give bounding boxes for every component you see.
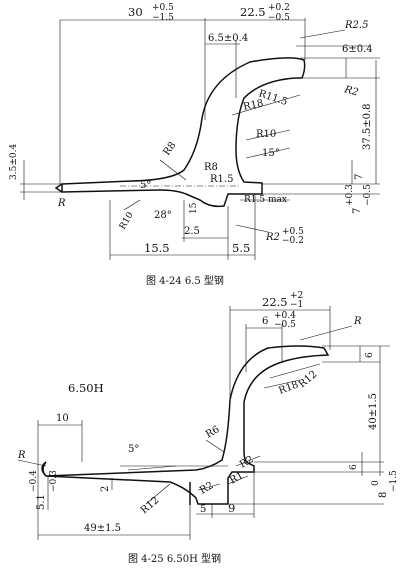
dim-7b-tol-dn: −0.5: [363, 184, 373, 206]
dim-7b-tol-up: +0.3: [345, 184, 355, 206]
dim2-6-low: 6: [349, 464, 359, 470]
label-r1-5-max: R1.5 max: [244, 195, 287, 205]
label2-r2-a: R2: [238, 454, 256, 470]
label-r2-02-tol-up: +0.5: [282, 227, 304, 237]
dim-30-tol-up: +0.5: [152, 3, 174, 13]
dim2-6-tol-up: +0.4: [274, 311, 296, 321]
dim2-40: 40±1.5: [368, 393, 379, 430]
dim-15-5: 15.5: [144, 241, 170, 255]
caption-fig-4-24: 图 4-24 6.5 型钢: [146, 274, 224, 287]
dim2-9: 9: [228, 501, 235, 515]
dim-30: 30: [128, 5, 143, 19]
figure-4-24: 30 +0.5 −1.5 22.5 +0.2 −0.5 6.5±0.4 R2.5…: [9, 3, 380, 287]
dim2-5-1-tol-up: −0.4: [29, 470, 39, 492]
profile-6-5-outline: [54, 57, 306, 208]
dim-3-5: 3.5±0.4: [9, 144, 19, 180]
dim-22-5: 22.5: [240, 5, 266, 19]
figure-4-25: 6.50H: [17, 291, 399, 565]
dim-15: 15: [189, 202, 199, 214]
dim2-6: 6: [262, 316, 268, 327]
dim2-2: 2: [100, 486, 111, 492]
model-label-6-50h: 6.50H: [68, 381, 104, 395]
dimension-lines-fig1: [20, 18, 380, 260]
dim-7: 7: [354, 174, 365, 180]
dim2-49: 49±1.5: [84, 523, 121, 534]
dim-6-5: 6.5±0.4: [208, 33, 248, 44]
label2-r2-b: R2: [198, 480, 216, 496]
dimension-lines-fig2: [17, 306, 390, 540]
dimension-texts-fig1: 30 +0.5 −1.5 22.5 +0.2 −0.5 6.5±0.4 R2.5…: [9, 3, 373, 255]
dim2-5-1: 5.1: [36, 494, 47, 510]
dim2-8-tol-dn: −1.5: [389, 470, 399, 492]
label-r10-a: R10: [256, 129, 276, 140]
label2-r12: R12: [297, 369, 320, 390]
dim-7b: 7: [352, 208, 363, 214]
dim-30-tol-dn: −1.5: [152, 13, 174, 23]
label-angle-28: 28°: [154, 210, 172, 221]
dim2-8: 8: [378, 492, 389, 498]
dim2-22-5-tol-dn: −1: [290, 300, 303, 310]
dim2-22-5: 22.5: [262, 295, 288, 309]
label-angle-5: 5°: [140, 180, 151, 191]
dim-22-5-tol-dn: −0.5: [268, 13, 290, 23]
dim2-10: 10: [56, 413, 69, 424]
label-r18: R18: [242, 98, 264, 113]
dim2-6-tol-dn: −0.5: [274, 320, 296, 330]
dim-6: 6±0.4: [342, 44, 373, 55]
label-r2: R2: [342, 84, 359, 98]
label-r8-b: R8: [204, 162, 218, 173]
label-r8-top: R8: [161, 140, 178, 158]
profile-6-50h-outline: [41, 345, 330, 505]
label2-r12-b: R12: [139, 495, 162, 516]
label2-r6: R6: [204, 424, 222, 440]
dim2-6-right: 6: [365, 352, 375, 358]
label-r2-5: R2.5: [344, 20, 368, 31]
label-r10-b: R10: [118, 210, 136, 231]
label-angle-15: 15°: [262, 148, 280, 159]
dim-5-5: 5.5: [232, 241, 250, 255]
label-r-tip: R: [57, 198, 66, 209]
dimension-texts-fig2: 22.5 +2 −1 6 +0.4 −0.5 R 6 R12 R18 40±1.…: [17, 291, 399, 534]
dim2-22-5-tol-up: +2: [290, 291, 303, 301]
dim2-5: 5: [200, 504, 206, 515]
label2-r-top: R: [353, 316, 362, 327]
dim-37-5: 37.5±0.8: [362, 103, 373, 150]
dim2-5-1-tol-dn: −0.3: [49, 470, 59, 492]
label2-r18: R18: [277, 380, 300, 397]
label-r1-5: R1.5: [210, 174, 233, 185]
dim-22-5-tol-up: +0.2: [268, 3, 290, 13]
label-r2-02: R2: [265, 232, 280, 243]
dim2-8-tol-up: 0: [371, 480, 381, 486]
label2-angle-5: 5°: [128, 444, 139, 455]
label-r2-02-tol-dn: −0.2: [282, 236, 304, 246]
dim-2-5: 2.5: [184, 226, 200, 237]
caption-fig-4-25: 图 4-25 6.50H 型钢: [128, 552, 221, 565]
label2-r-tip: R: [17, 450, 26, 461]
